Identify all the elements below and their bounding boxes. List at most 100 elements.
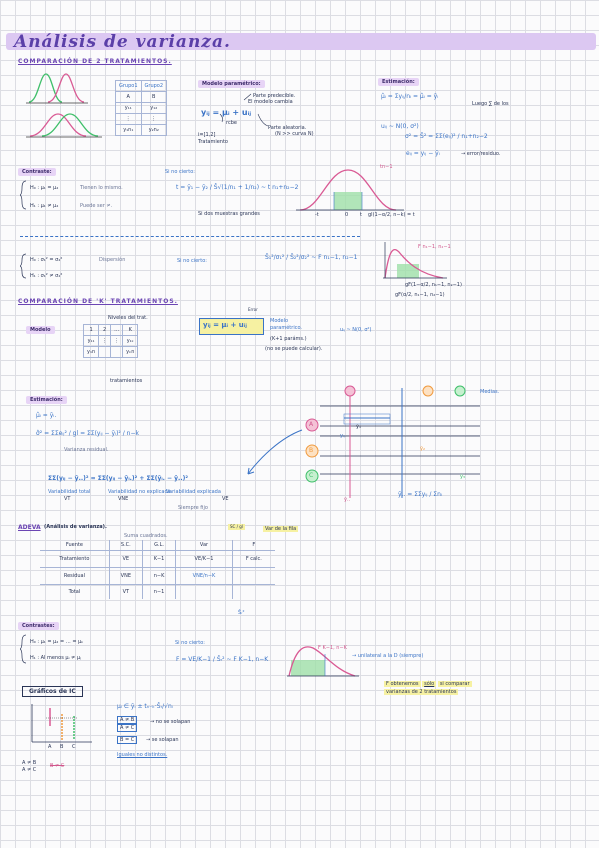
f-axis-label-1: gF(1−α/2, n₁−1, n₂−1) [405,282,462,288]
table-header: Fuente [40,540,110,551]
adeva-table: Fuente S.C. G.L. Var F Tratamiento VE K−… [40,540,275,599]
table-cell: y₁₁ [82,335,100,347]
h1-variance: H₁ : σ₁² ≠ σ₂² [30,273,63,279]
estimation-eq1: μ̂ᵢ = Σyᵢⱼ/nᵢ = μ̂ᵢ = ȳᵢ [381,93,439,100]
divider [20,236,360,237]
decomp-total: Variabilidad total [48,489,91,495]
ic-equal-note: Iguales no distintos. [117,752,168,758]
t-mark-zero: 0 [345,212,349,218]
table-cell: yₖn [122,346,139,358]
k-note-3: varianzas de 2 tratamientos [384,689,459,695]
adeva-sum-note: Suma cuadrados. [124,533,168,539]
model-part1: Parte predecible. [253,93,296,99]
adeva-bc-note: SC / gl [228,524,245,530]
model-index: i=[1,2] [198,132,216,138]
table-cell: y₁ₖ [122,335,139,347]
table-cell: y₁n [82,346,100,358]
table-cell: K−1 [141,550,177,568]
ic-graph-label: Gráficos de IC [22,686,83,697]
diagram-label-a: A [309,421,314,428]
k-model-equation: yᵢⱼ = μᵢ + uᵢⱼ [203,321,247,329]
t-mark-right: t [360,212,362,218]
estimation-eq2: uᵢⱼ ~ N(0, σ²) [381,123,419,130]
table-header: Var [175,540,233,551]
t-distribution-curve [296,169,404,211]
k-estimation-label: Estimación: [26,396,67,404]
k-unilateral: → unilateral a la D (siempre) [352,653,424,659]
page-title: Análisis de varianza. [14,32,231,52]
adeva-var-note: Var de la fila [263,526,299,532]
diagram-d3: ȳ₃ [460,474,465,480]
k-model-side2: paramétrico. [270,325,303,331]
ic-ab: A ≠ B [117,716,138,724]
k-estimation-note: Varianza residual. [64,447,109,453]
model-equation: yᵢⱼ = μᵢ + uᵢⱼ [201,108,252,117]
k-model-label: Modelo [26,326,55,334]
k-estimation-eq2: σ̂² = ΣΣeᵢⱼ² / gl = ΣΣ(yᵢⱼ − ȳᵢ)² / n−k [36,430,139,437]
diagram-means-label: Medias. [480,389,500,395]
table-cell: y₁₂ [140,102,168,114]
table-header: K [122,324,139,336]
k-grid-treatments: tratamientos [110,378,143,384]
k-note-line1: F obtenemos sólo si comparar [384,681,472,687]
decomp-total-abbr: VT [64,496,71,502]
acceptance-region [334,192,362,210]
table-cell: n−1 [141,584,177,599]
k-grid-title: Niveles del trat. [108,315,148,321]
t-mark-left: -t [315,212,319,218]
contrast-label: Contraste: [18,168,56,176]
table-cell: y₁₁ [115,102,142,114]
variance-dispersion: Dispersión [99,257,126,263]
ic-no-overlap: → no se solapan [150,719,191,725]
model-part2b: (N >> curva N) [275,131,314,137]
ic-equation: μᵢ ∈ ȳᵢ ± tₙ₋ₖ·Ŝᵣ/√nᵢ [117,703,173,710]
ic-axis-b: B [60,744,64,750]
h1-means: H₁ : μ₁ ≠ μ₂ [30,203,59,209]
table-cell: y₂n₂ [140,124,168,136]
estimation-note: Luego ∑ de los [472,101,509,107]
table-header: 1 [82,324,100,336]
k-model-box [199,318,264,335]
curve-pink-2 [29,113,87,137]
model-part2: Parte aleatoria. [268,125,307,131]
estimation-residual: → error/residuo. [461,151,501,157]
model-rcbe: rcbe [226,120,237,126]
model-brackets [219,93,269,127]
ic-bottom-3: B ≠ C [50,763,65,769]
f-axis-label-2: gF(α/2, n₁−1, n₂−1) [395,292,445,298]
curve-green-2 [41,113,99,137]
ic-bottom-1: A ≠ B [22,760,37,766]
table-cell: ⋮ [140,113,168,125]
estimation-label: Estimación: [378,78,419,86]
decomp-explained-abbr: VE [222,496,229,502]
table-cell: Tratamiento [40,550,110,568]
table-cell: B [140,91,168,103]
decomp-note: Siempre fijo [178,505,208,511]
means-diagram [247,385,480,498]
adeva-subtitle: (Análisis de varianza). [44,524,107,530]
table-cell: F calc. [231,550,275,568]
table-cell [175,584,233,599]
f-curve-label: F n₁−1, n₂−1 [418,244,451,250]
diagram-d1: ȳ₁ [356,424,361,430]
table-cell: ⋮ [110,335,124,347]
model-part1b: El modelo cambia [248,99,293,105]
model-label: Modelo paramétrico: [198,80,265,88]
k-f-curve [287,646,359,677]
k-h0: H₀ : μ₁ = μ₂ = … = μₖ [30,639,84,645]
table-cell: VT [108,584,143,599]
brace [20,634,27,664]
table-cell: VNE/n−K [175,567,233,585]
adeva-label: ADEVA [18,524,41,531]
f-distribution-curve [383,242,447,279]
ic-overlap: → se solapan [146,737,179,743]
table-cell: n−K [141,567,177,585]
table-cell: Total [40,584,110,599]
section-k-treatments: COMPARACIÓN DE 'K' TRATAMIENTOS. [18,298,178,305]
estimation-eq4: eᵢⱼ = yᵢⱼ − ȳᵢ [406,150,440,157]
table-cell: VE/K−1 [175,550,233,568]
decomp-unexplained-abbr: VNE [118,496,129,502]
decomp-explained: Variabilidad explicada [166,489,221,495]
k-model-error: uᵢⱼ ~ N(0, σ²) [340,327,372,333]
ic-ac: A ≠ C [117,724,138,732]
